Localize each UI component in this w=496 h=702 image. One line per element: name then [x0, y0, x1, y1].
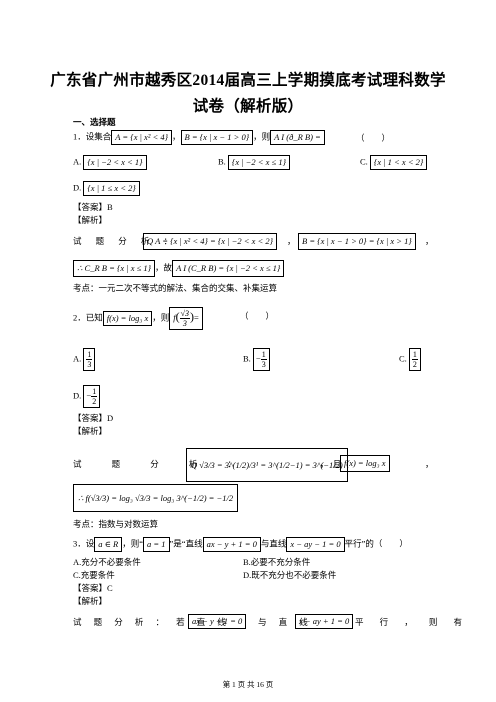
q1-analysis: 【解析】	[73, 215, 108, 225]
q3-solution-row1: 试 题 分 析 ： 若 直 线	[73, 617, 231, 627]
q1-setB: B = {x | x − 1 > 0}	[180, 130, 254, 145]
q1-knowledge-point: 考点：一元二次不等式的解法、集合的交集、补集运算	[73, 283, 278, 293]
q1-paren: （ ）	[356, 133, 391, 143]
q2-answer: 【答案】D	[73, 413, 114, 423]
q2-sol-c: ∴ f(√3/3) = log₃ √3/3 = log₃ 3^(−1/2) = …	[73, 484, 239, 512]
q1-sol-b: B = {x | x − 1 > 0} = {x | x > 1}	[298, 233, 416, 250]
q1-sol-a: Q A = {x | x² < 4} = {x | −2 < x < 2}	[143, 233, 277, 250]
q2-analysis: 【解析】	[73, 426, 108, 436]
q3-optB: B.必要不充分条件	[243, 557, 311, 567]
page-footer: 第 1 页 共 16 页	[222, 680, 274, 689]
q1-optA: A. {x | −2 < x < 1}	[73, 155, 147, 170]
q3-answer: 【答案】C	[73, 583, 113, 593]
q2-paren: （ ）	[240, 311, 275, 321]
q2-sol-a: Q √3/3 = 3^(1/2)/3¹ = 3^(1/2−1) = 3^(−1/…	[186, 448, 348, 482]
q3-optC: C.充要条件	[73, 570, 115, 580]
q2-solution-prefix: 试 题 分 析 ：	[73, 459, 251, 469]
q1-setA: A = {x | x² < 4}	[111, 130, 173, 145]
q1-optD: D. {x | 1 ≤ x < 2}	[73, 181, 140, 196]
section-heading: 一、选择题	[73, 117, 116, 127]
q1-optB: B. {x | −2 < x ≤ 1}	[218, 155, 290, 170]
q3-analysis: 【解析】	[73, 596, 108, 606]
q3-optA: A.充分不必要条件	[73, 557, 141, 567]
q1-solution-row1: 试 题 分 析 ：	[73, 236, 179, 246]
q2-knowledge-point: 考点：指数与对数运算	[73, 519, 159, 529]
doc-title-line2: 试卷（解析版）	[192, 98, 304, 115]
q1-expr: A I (ð_R B) =	[270, 130, 325, 145]
q2-sol-b: f(x) = log₃ x	[340, 455, 390, 472]
q3-optD: D.既不充分也不必要条件	[243, 570, 337, 580]
q1-optC: C. {x | 1 < x < 2}	[360, 155, 428, 170]
doc-title-line1: 广东省广州市越秀区2014届高三上学期摸底考试理科数学	[50, 72, 446, 89]
q1-answer: 【答案】B	[73, 202, 113, 212]
